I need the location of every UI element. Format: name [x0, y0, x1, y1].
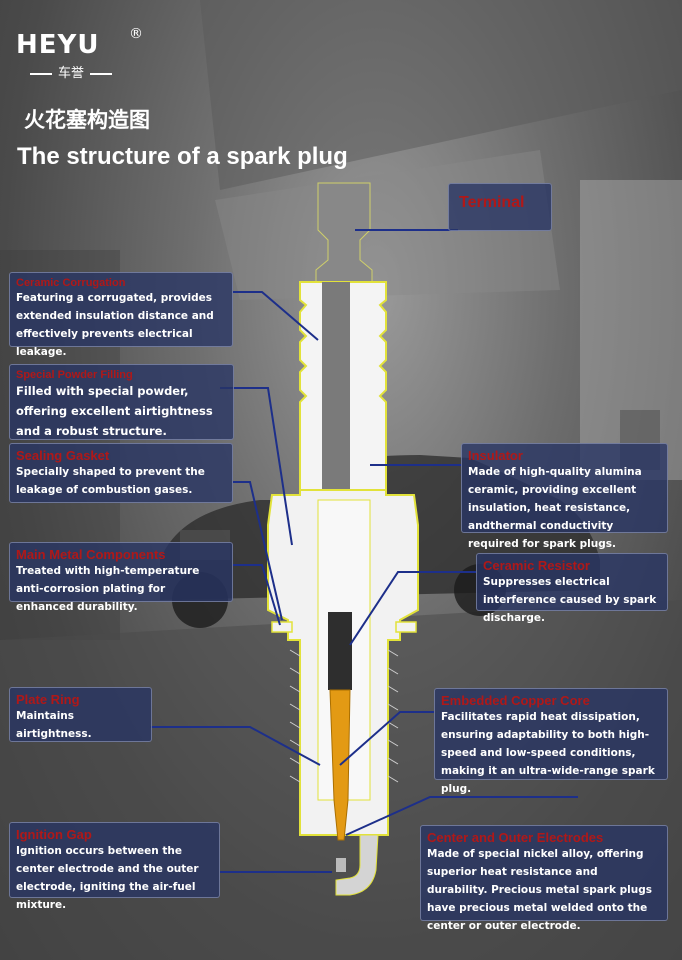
electrodes-desc: Made of special nickel alloy, offering s… [427, 848, 652, 932]
brand-sub-text: 车誉 [57, 66, 84, 81]
label-special-powder: Special Powder Filling Filled with speci… [9, 364, 234, 440]
main-metal-desc: Treated with high-temperature anti-corro… [16, 565, 200, 613]
sealing-gasket-desc: Specially shaped to prevent the leakage … [16, 466, 205, 496]
ignition-gap-desc: Ignition occurs between the center elect… [16, 845, 199, 911]
copper-core-desc: Facilitates rapid heat dissipation, ensu… [441, 711, 655, 795]
insulator-title: Insulator [468, 448, 523, 463]
title-english: The structure of a spark plug [17, 143, 348, 170]
main-metal-title: Main Metal Components [16, 547, 166, 562]
terminal-title: Terminal [459, 194, 525, 211]
label-sealing-gasket: Sealing Gasket Specially shaped to preve… [9, 443, 233, 503]
copper-core-title: Embedded Copper Core [441, 693, 590, 708]
special-powder-desc: Filled with special powder, offering exc… [16, 384, 213, 438]
brand-sub: 车誉 [16, 62, 126, 81]
brand-logo: HEYU ® 车誉 [16, 26, 143, 81]
label-ceramic-corrugation: Ceramic Corrugation Featuring a corrugat… [9, 272, 233, 358]
label-terminal: Terminal [448, 183, 552, 231]
brand-name: HEYU [16, 30, 100, 60]
label-insulator: Insulator Made of high-quality alumina c… [461, 443, 668, 550]
ceramic-resistor-title: Ceramic Resistor [483, 558, 590, 573]
label-ignition-gap: Ignition Gap Ignition occurs between the… [9, 822, 220, 911]
sealing-gasket-title: Sealing Gasket [16, 448, 110, 463]
label-electrodes: Center and Outer Electrodes Made of spec… [420, 825, 668, 932]
registered-mark: ® [129, 26, 143, 42]
label-copper-core: Embedded Copper Core Facilitates rapid h… [434, 688, 668, 795]
electrodes-title: Center and Outer Electrodes [427, 830, 604, 845]
plate-ring-desc: Maintains airtightness. [16, 710, 92, 740]
ceramic-resistor-desc: Suppresses electrical interference cause… [483, 576, 657, 624]
insulator-desc: Made of high-quality alumina ceramic, pr… [468, 466, 642, 550]
ignition-gap-title: Ignition Gap [16, 827, 92, 842]
special-powder-title: Special Powder Filling [16, 369, 133, 381]
ceramic-corrugation-title: Ceramic Corrugation [16, 277, 126, 289]
plate-ring-title: Plate Ring [16, 692, 80, 707]
ceramic-corrugation-desc: Featuring a corrugated, provides extende… [16, 292, 214, 358]
label-main-metal: Main Metal Components Treated with high-… [9, 542, 233, 613]
label-ceramic-resistor: Ceramic Resistor Suppresses electrical i… [476, 553, 668, 624]
label-plate-ring: Plate Ring Maintains airtightness. [9, 687, 152, 742]
title-chinese: 火花塞构造图 [24, 108, 150, 132]
